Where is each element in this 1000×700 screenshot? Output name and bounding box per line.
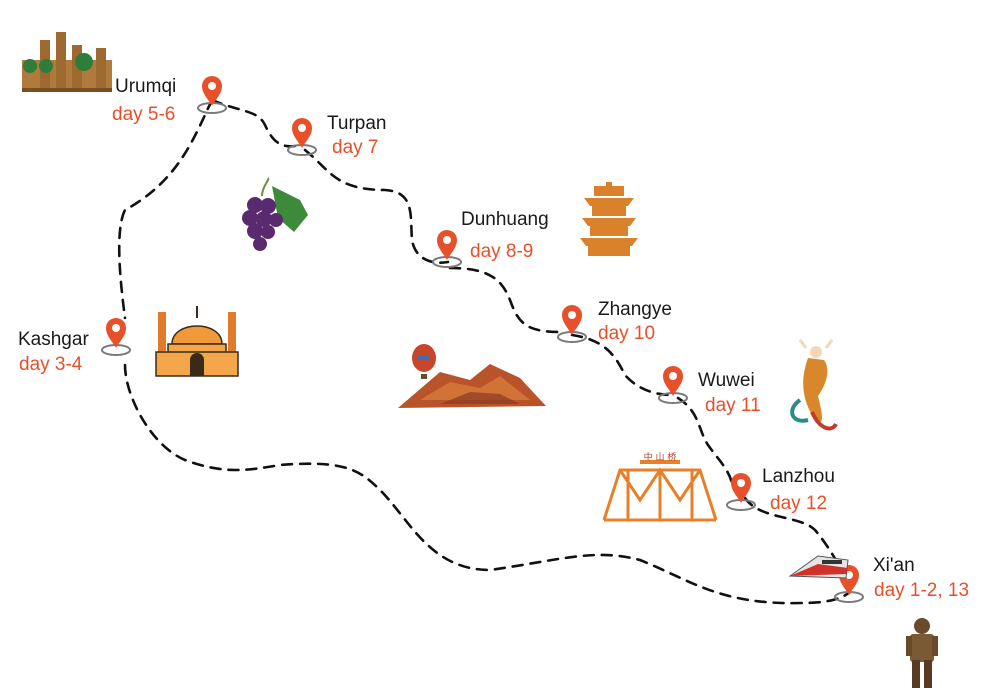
grape-icon	[242, 177, 308, 251]
mosque-icon	[155, 306, 239, 377]
city-days-urumqi: day 5-6	[112, 104, 176, 125]
city-name-xian: Xi'an	[873, 555, 915, 576]
city-name-wuwei: Wuwei	[698, 370, 755, 391]
map-pin-icon[interactable]	[101, 317, 131, 356]
city-name-kashgar: Kashgar	[18, 329, 89, 350]
city-name-urumqi: Urumqi	[115, 76, 177, 97]
city-name-dunhuang: Dunhuang	[461, 209, 549, 230]
city-days-wuwei: day 11	[705, 395, 761, 416]
city-days-zhangye: day 10	[598, 323, 656, 344]
city-days-lanzhou: day 12	[770, 493, 828, 514]
map-pin-icon[interactable]	[197, 75, 227, 114]
flying-apsara-icon	[790, 339, 838, 431]
route-line	[117, 98, 852, 605]
bridge-sign: 中 山 桥	[644, 451, 677, 463]
city-name-lanzhou: Lanzhou	[762, 466, 835, 487]
city-name-zhangye: Zhangye	[598, 299, 672, 320]
mountain-icon	[398, 364, 546, 408]
bridge-icon	[602, 460, 718, 522]
city-days-dunhuang: day 8-9	[470, 241, 534, 262]
map-pin-icon[interactable]	[658, 365, 688, 404]
mosque-icon	[22, 32, 112, 92]
map-pin-icon[interactable]	[287, 117, 317, 156]
city-days-xian: day 1-2, 13	[874, 580, 970, 601]
terracotta-warrior-icon	[906, 618, 938, 688]
pagoda-icon	[580, 182, 638, 256]
hot-air-balloon-icon	[412, 344, 436, 379]
train-icon	[788, 555, 849, 579]
city-days-kashgar: day 3-4	[19, 354, 83, 375]
city-name-turpan: Turpan	[327, 113, 387, 134]
city-days-turpan: day 7	[332, 137, 379, 158]
